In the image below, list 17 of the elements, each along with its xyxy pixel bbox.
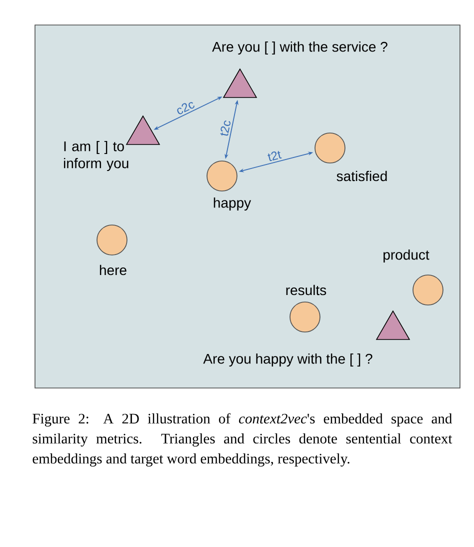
circle-marker: [206, 160, 238, 192]
point-label: here: [100, 264, 126, 276]
edge-label: c2c: [177, 102, 194, 114]
edge-label: t2c: [220, 120, 230, 136]
edge-label: t2t: [268, 150, 282, 162]
point-label: happy: [214, 197, 252, 211]
circle-marker: [412, 274, 444, 306]
point-label: I am [ ] to inform you: [64, 140, 128, 172]
point-label: product: [384, 249, 430, 263]
caption: Figure 2: A 2D illustration of context2vec's embedded space and similarity metrics. Triangles and circles denote sentential context embeddings and target word embeddings, respectively.: [32, 413, 452, 467]
circle-marker: [314, 132, 346, 164]
circle-marker: [96, 224, 128, 256]
point-label: satisfied: [336, 170, 387, 182]
point-label: results: [286, 284, 326, 296]
circle-marker: [290, 302, 320, 332]
point-label: Are you happy with the [ ] ?: [203, 353, 372, 367]
point-label: Are you [ ] with the service ?: [212, 41, 388, 55]
